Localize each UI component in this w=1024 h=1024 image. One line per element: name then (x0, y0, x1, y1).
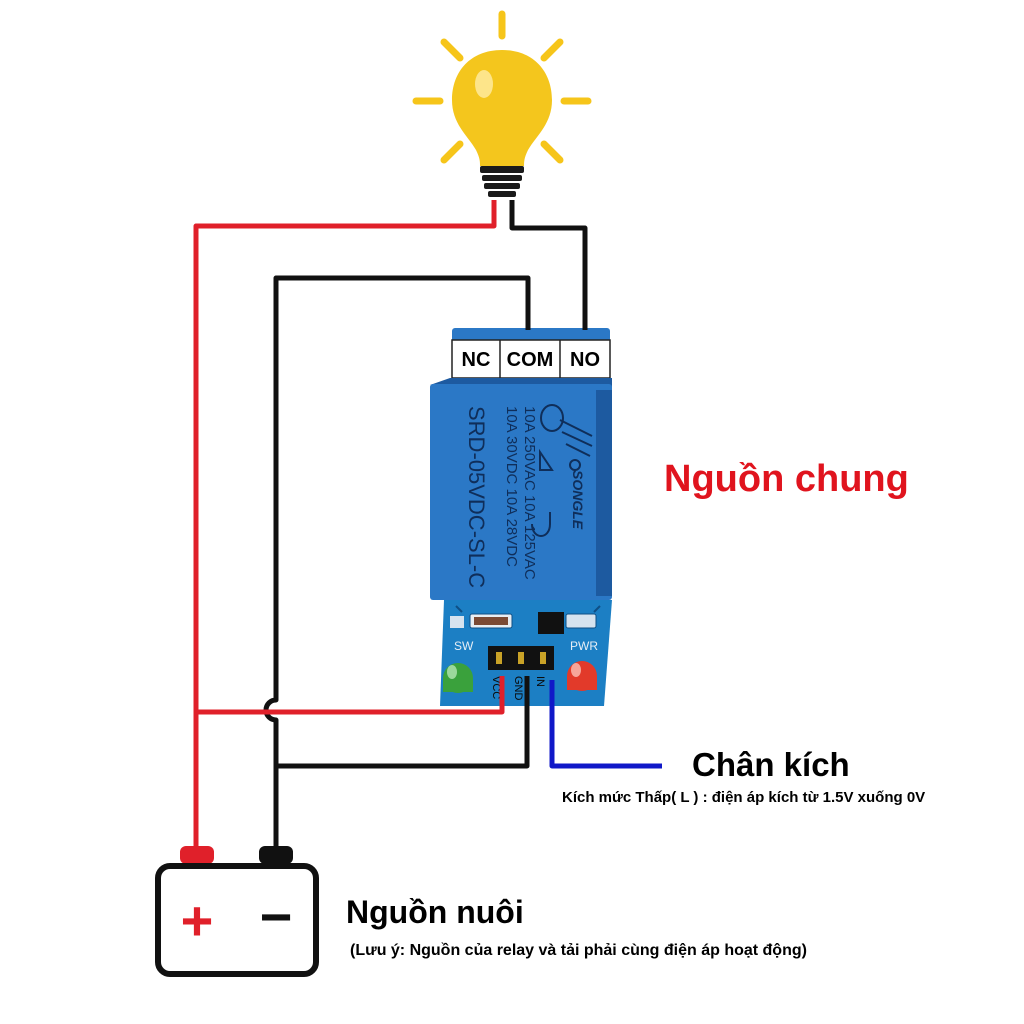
bulb-glass (452, 50, 552, 166)
bulb-rays (412, 10, 592, 164)
pin-label-vcc: VCC (490, 676, 502, 699)
transistor-component (538, 612, 564, 634)
wire-bulb-to-positive (193, 200, 497, 852)
supply-note: (Lưu ý: Nguồn của relay và tải phải cùng… (350, 942, 807, 959)
trigger-note: Kích mức Thấp( L ) : điện áp kích từ 1.5… (562, 789, 926, 806)
terminal-label-no: NO (570, 349, 600, 371)
battery-positive-symbol: + (181, 889, 214, 952)
bulb-base (480, 166, 524, 197)
pin-labels: VCC GND IN (490, 676, 546, 701)
battery-negative-terminal (259, 846, 293, 864)
smd-resistor (450, 616, 464, 628)
relay-case (430, 384, 612, 600)
diode-body (474, 617, 508, 625)
wire-bulb-to-no (509, 200, 588, 330)
wire-com-to-negative (263, 275, 531, 852)
supply-label: Nguồn nuôi (346, 894, 524, 930)
wire-gnd-to-negative (276, 676, 530, 769)
relay-case-shade (596, 390, 612, 596)
positive-wires (193, 200, 505, 852)
sw-led-icon (443, 663, 473, 693)
battery-body (155, 863, 319, 977)
certification-marks-icon (531, 404, 593, 537)
terminal-label-com: COM (507, 349, 554, 371)
pcb-traces (455, 605, 601, 613)
wire-vcc-to-positive (196, 676, 505, 715)
resistor-component (565, 613, 597, 629)
relay-rating-line-1: 10A 250VAC 10A 125VAC (521, 406, 538, 580)
trigger-pin-label: Chân kích (692, 746, 850, 783)
pcb-label-pwr: PWR (570, 639, 598, 653)
relay-markings: 10A 250VAC 10A 125VAC 10A 30VDC 10A 28VD… (464, 406, 586, 588)
bulb-highlight (475, 70, 493, 98)
header-pins (488, 646, 554, 670)
terminal-label-nc: NC (462, 349, 491, 371)
wire-signal-in (549, 680, 662, 769)
light-bulb-icon (412, 10, 592, 197)
battery-positive-terminal (180, 846, 214, 864)
pcb-label-sw: SW (454, 639, 474, 653)
pwr-led-icon (567, 661, 597, 691)
battery-icon: + − (155, 846, 319, 977)
common-power-label: Nguồn chung (664, 458, 909, 500)
relay-rating-line-2: 10A 30VDC 10A 28VDC (503, 406, 520, 567)
pin-label-gnd: GND (512, 676, 524, 701)
pin-label-in: IN (534, 676, 546, 687)
relay-brand: SONGLE (570, 470, 586, 530)
battery-negative-symbol: − (260, 885, 293, 948)
relay-module: NC COM NO 10A 250VAC 10A 125VAC 10A 30VD… (430, 328, 612, 706)
relay-model: SRD-05VDC-SL-C (464, 406, 489, 588)
negative-wires (263, 200, 588, 852)
